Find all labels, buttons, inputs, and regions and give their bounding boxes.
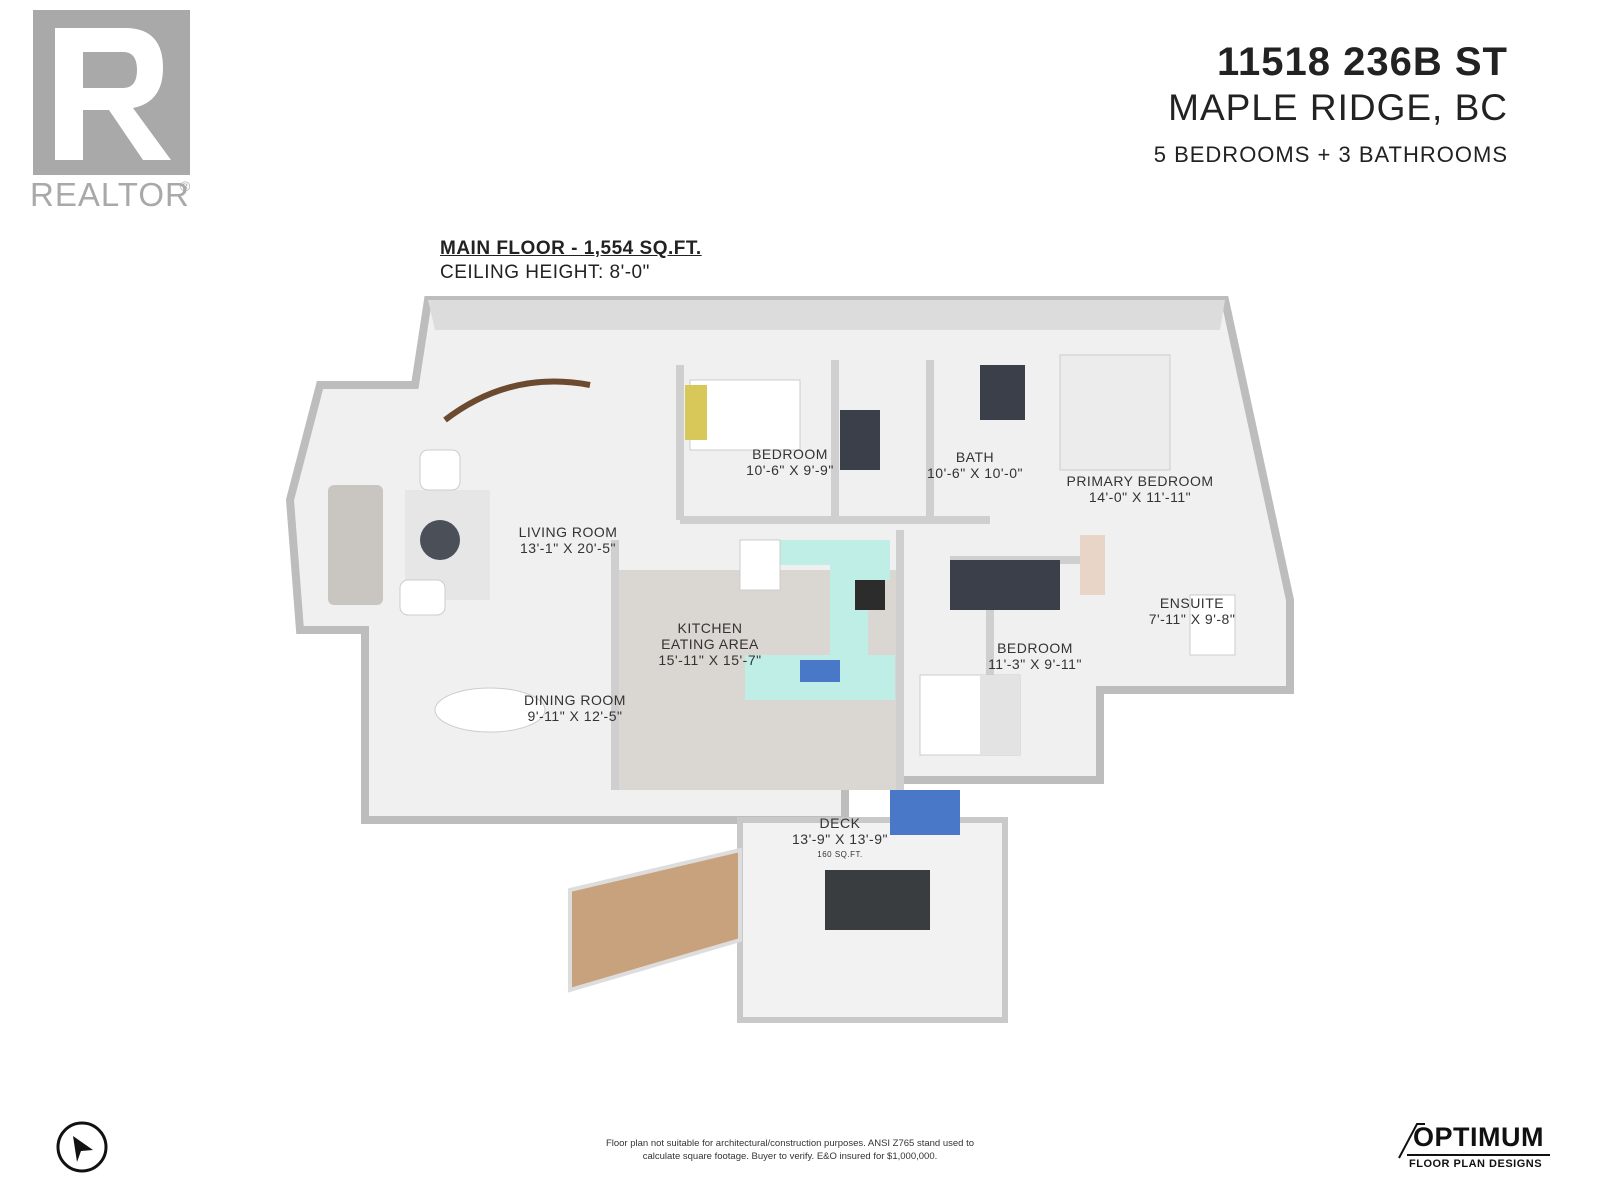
bath-label: BATH 10'-6" X 10'-0": [900, 449, 1050, 481]
realtor-wordmark: REALTOR: [30, 176, 190, 213]
street-address: 11518 236B ST: [1217, 40, 1508, 84]
ensuite-label: ENSUITE 7'-11" X 9'-8": [1117, 595, 1267, 627]
primary-bedroom-size: 14'-0" X 11'-11": [1088, 489, 1192, 505]
kitchen-size: 15'-11" X 15'-7": [658, 652, 762, 668]
bedroom1-name: BEDROOM: [752, 446, 828, 462]
deck-stairs: [568, 847, 742, 993]
bedroom2-blanket: [980, 675, 1020, 755]
bath-size: 10'-6" X 10'-0": [927, 465, 1023, 481]
realtor-logo-mark: [33, 10, 190, 175]
dining-table: [434, 687, 546, 733]
brand-name: OPTIMUM: [1413, 1122, 1544, 1152]
primary-bed: [1059, 354, 1171, 471]
bedroom-bed: [689, 379, 801, 451]
address-header: 11518 236B ST MAPLE RIDGE, BC 5 BEDROOMS…: [1154, 40, 1508, 168]
ensuite-vanity: [1080, 535, 1105, 595]
deck-table: [825, 870, 930, 930]
floor-title: MAIN FLOOR - 1,554 SQ.FT.: [440, 238, 702, 259]
dining-room-label: DINING ROOM 9'-11" X 12'-5": [500, 692, 650, 724]
primary-bedroom-label: PRIMARY BEDROOM 14'-0" X 11'-11": [1050, 473, 1230, 505]
living-room-size: 13'-1" X 20'-5": [520, 540, 616, 556]
kitchen-name: KITCHEN: [677, 620, 743, 636]
living-room-label: LIVING ROOM 13'-1" X 20'-5": [498, 524, 638, 556]
realtor-logo: REALTOR ®: [30, 8, 210, 213]
primary-bedroom-name: PRIMARY BEDROOM: [1066, 473, 1214, 489]
back-wall: [428, 300, 1225, 330]
deck-size: 13'-9" X 13'-9": [792, 831, 888, 847]
bedroom1-label: BEDROOM 10'-6" X 9'-9": [720, 446, 860, 478]
bedroom1-size: 10'-6" X 9'-9": [746, 462, 834, 478]
deck-label: DECK 13'-9" X 13'-9" 160 SQ.FT.: [770, 815, 910, 863]
closet-bedroom2: [950, 560, 1060, 610]
optimum-mark-icon: [1398, 1123, 1425, 1159]
deck-area: 160 SQ.FT.: [817, 850, 863, 859]
coffee-table: [420, 520, 460, 560]
sofa: [328, 485, 383, 605]
dining-room-name: DINING ROOM: [524, 692, 626, 708]
disclaimer: Floor plan not suitable for architectura…: [560, 1137, 1020, 1163]
ensuite-name: ENSUITE: [1159, 595, 1225, 611]
fridge: [739, 539, 781, 591]
armchair: [419, 449, 461, 491]
kitchen-counter: [780, 540, 890, 690]
deck-name: DECK: [819, 815, 861, 831]
armchair-2: [399, 579, 446, 616]
brand-subtitle: FLOOR PLAN DESIGNS: [1409, 1158, 1543, 1170]
optimum-logo: OPTIMUM FLOOR PLAN DESIGNS: [1395, 1120, 1550, 1176]
kitchen-sink: [800, 660, 840, 682]
bedroom2-name: BEDROOM: [997, 640, 1073, 656]
ensuite-tub: [1189, 594, 1236, 656]
closet-primary: [980, 365, 1025, 420]
disclaimer-line1: Floor plan not suitable for architectura…: [605, 1138, 975, 1149]
cooktop: [855, 580, 885, 610]
living-room-name: LIVING ROOM: [518, 524, 618, 540]
eating-area-name: EATING AREA: [661, 636, 759, 652]
realtor-r-icon: [33, 10, 190, 175]
kitchen-label: KITCHEN EATING AREA 15'-11" X 15'-7": [640, 620, 780, 668]
bed-bath-summary: 5 BEDROOMS + 3 BATHROOMS: [1153, 142, 1508, 167]
bed-pillow: [685, 385, 707, 440]
stair-railing: [443, 378, 591, 423]
ensuite-size: 7'-11" X 9'-8": [1148, 611, 1236, 627]
compass: [55, 1120, 109, 1174]
floor-plan-drawing: [285, 296, 1294, 1023]
registered-mark: ®: [180, 178, 191, 194]
closet-bath: [840, 410, 880, 470]
compass-icon: [56, 1121, 108, 1173]
ceiling-height: CEILING HEIGHT: 8'-0": [440, 262, 650, 283]
bbq: [890, 790, 960, 835]
city-province: MAPLE RIDGE, BC: [1168, 87, 1508, 128]
bath-name: BATH: [955, 449, 995, 465]
dining-room-size: 9'-11" X 12'-5": [527, 708, 623, 724]
bedroom2-size: 11'-3" X 9'-11": [988, 656, 1082, 672]
disclaimer-line2: calculate square footage. Buyer to verif…: [642, 1151, 938, 1162]
floor-heading: MAIN FLOOR - 1,554 SQ.FT. CEILING HEIGHT…: [440, 238, 702, 284]
brand-divider: [1407, 1154, 1550, 1156]
bedroom2-label: BEDROOM 11'-3" X 9'-11": [960, 640, 1110, 672]
